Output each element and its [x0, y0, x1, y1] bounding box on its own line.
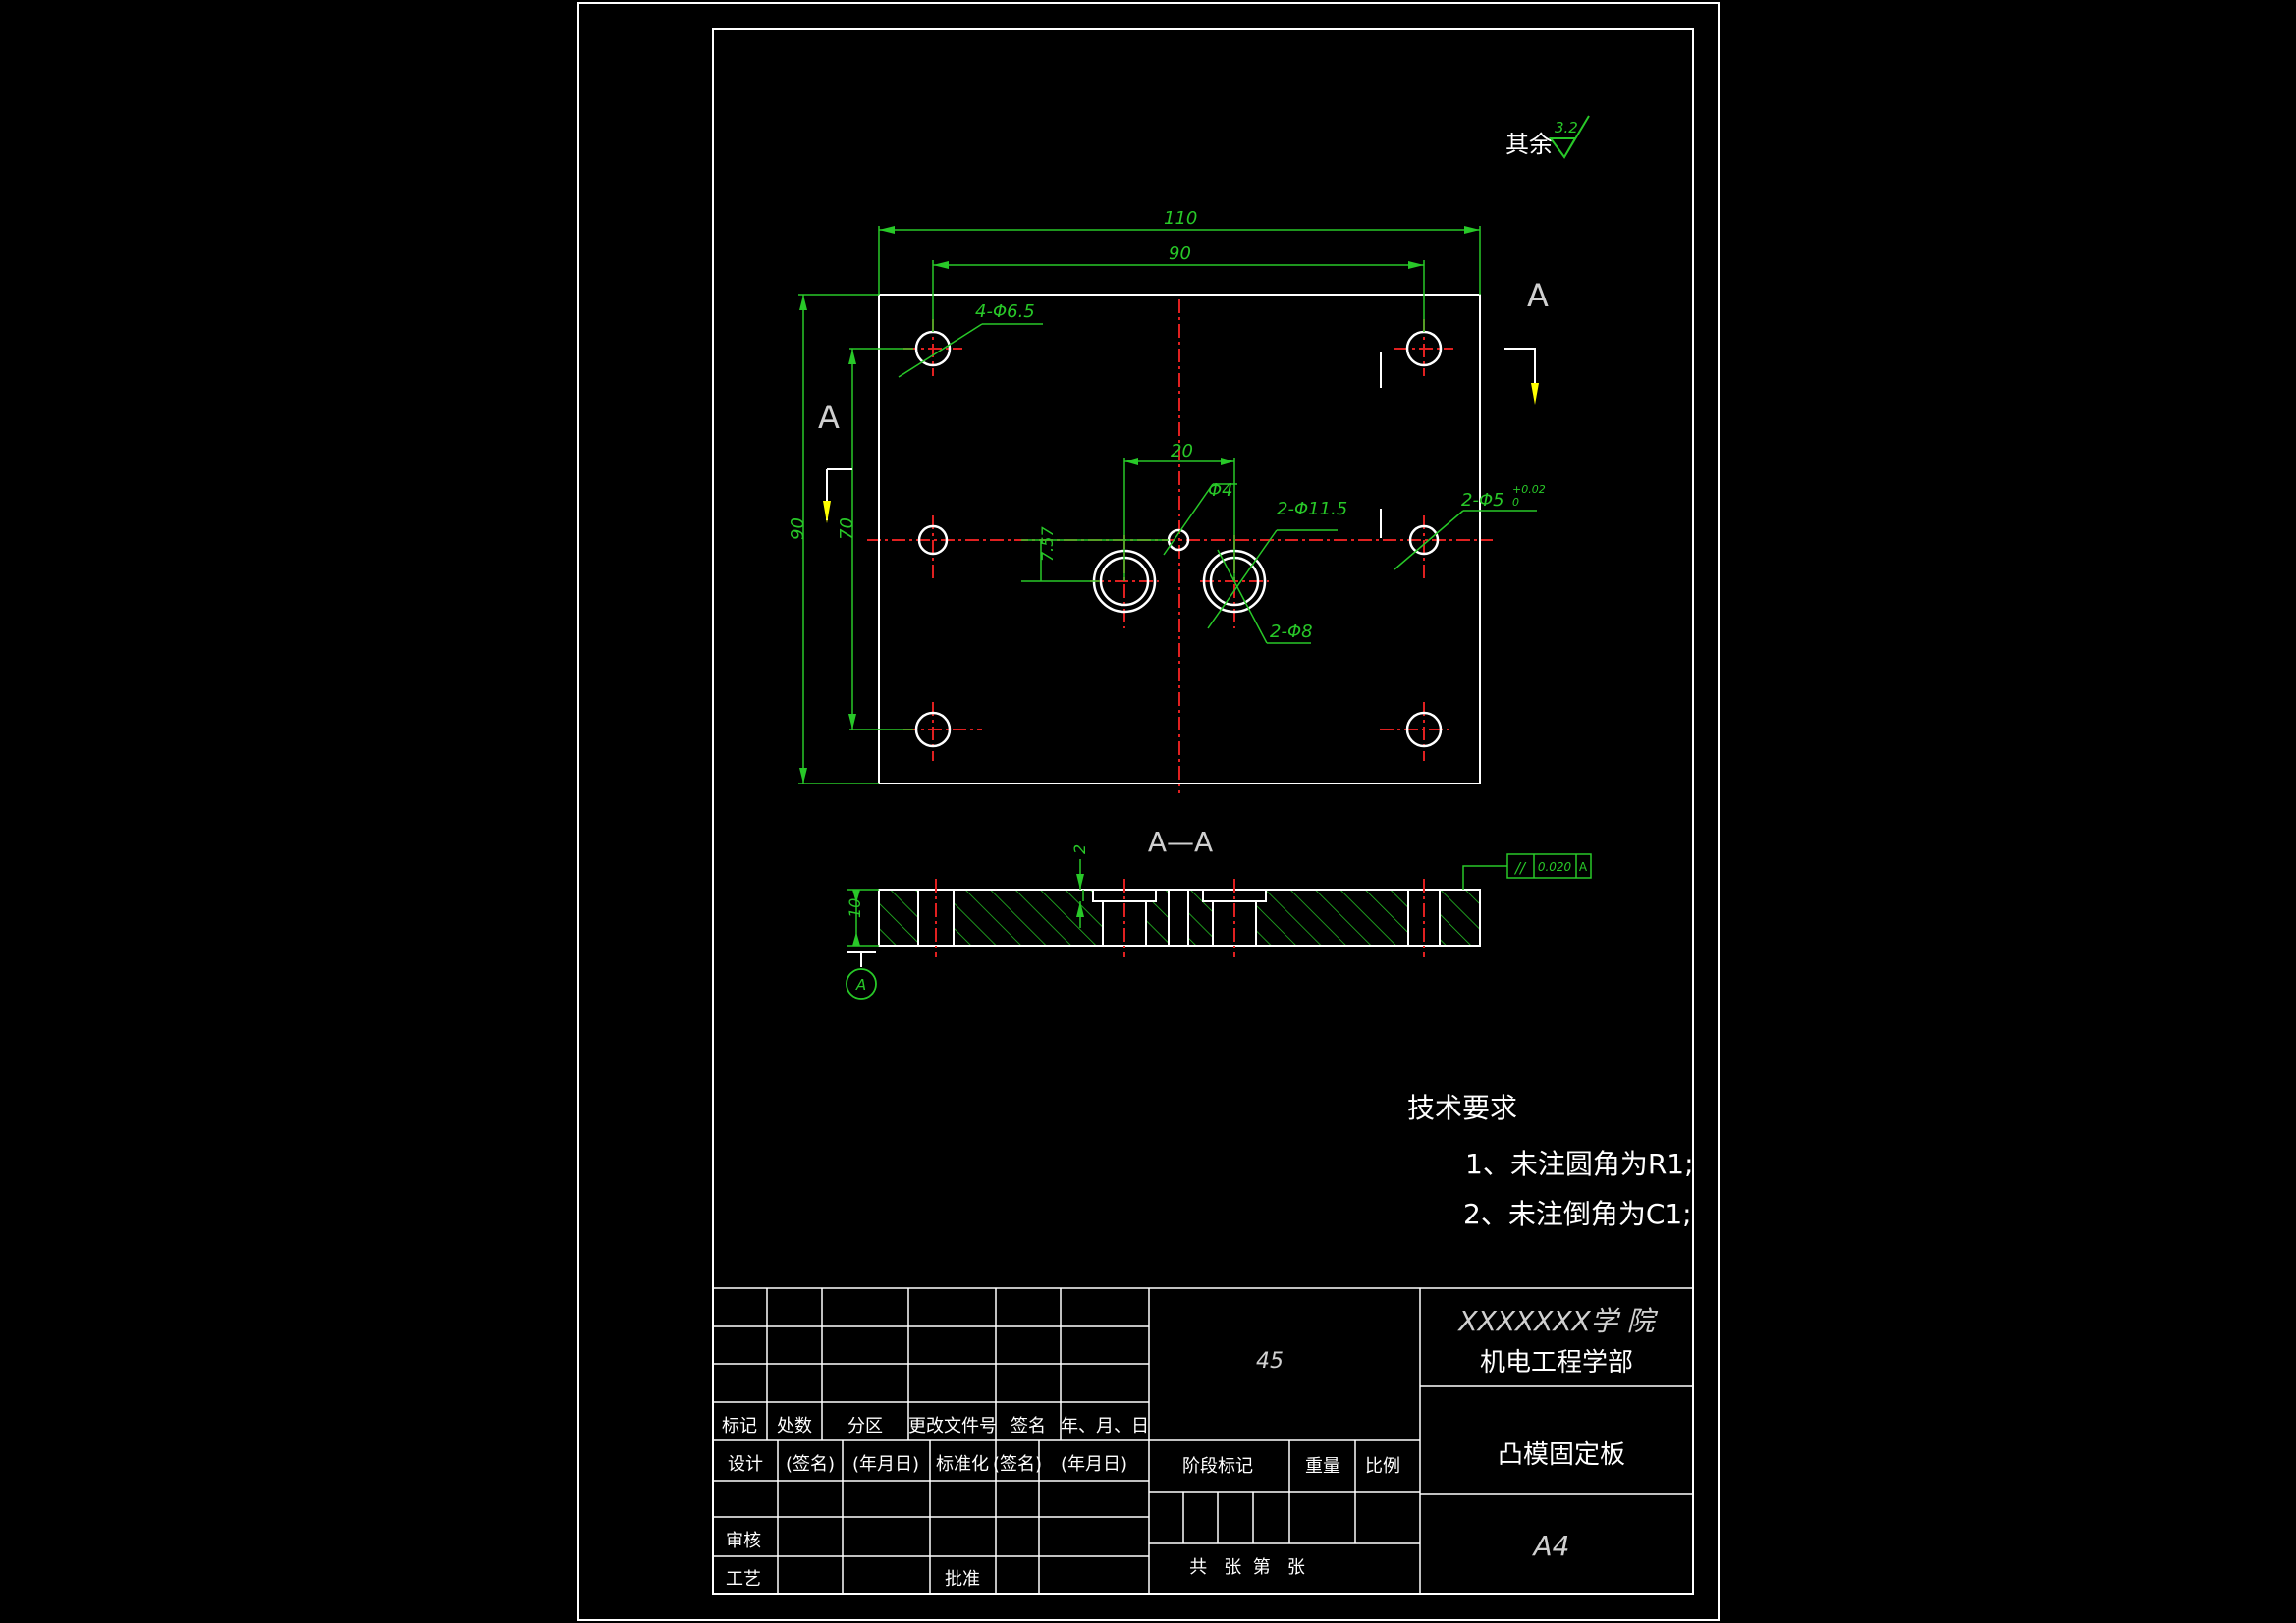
row-process: 工艺 — [726, 1569, 761, 1590]
scale: 比例 — [1365, 1456, 1400, 1477]
header-change-doc: 更改文件号 — [908, 1416, 997, 1436]
part-name: 凸模固定板 — [1498, 1440, 1625, 1470]
row-design-sign: (签名) — [786, 1454, 835, 1475]
dim-hole-spacing-y: 70 — [837, 517, 857, 540]
dim-pin-tol: +0.02 — [1512, 483, 1546, 496]
inner-frame — [712, 28, 1694, 1595]
sheet-count: 共 张 第 张 — [1189, 1557, 1305, 1578]
dim-center-spacing: 20 — [1171, 441, 1193, 461]
tolerance-datum: A — [1579, 860, 1588, 874]
section-markers: A A — [818, 277, 1549, 538]
stage-mark: 阶段标记 — [1182, 1456, 1253, 1477]
header-count: 处数 — [777, 1416, 812, 1436]
pin-hole — [1408, 524, 1440, 556]
requirement-item-1: 1、未注圆角为R1; — [1465, 1148, 1694, 1180]
row-standardize: 标准化 — [936, 1454, 989, 1475]
dimension-text: 110 90 90 70 20 7.57 4-Φ6.5 Φ4 2-Φ11.5 2… — [788, 208, 1546, 642]
weight: 重量 — [1305, 1456, 1340, 1477]
section-marker-right: A — [1527, 277, 1549, 314]
title-block — [713, 1287, 1693, 1594]
dim-thickness: 10 — [846, 898, 864, 918]
dim-overall-height: 90 — [788, 517, 808, 540]
roughness-value: 3.2 — [1555, 119, 1578, 136]
row-std-sign: (签名) — [993, 1454, 1042, 1475]
header-date: 年、月、日 — [1061, 1416, 1149, 1436]
dim-four-holes: 4-Φ6.5 — [975, 301, 1035, 322]
header-mark: 标记 — [722, 1416, 757, 1436]
section-outline — [878, 889, 1481, 947]
dim-small-hole: Φ4 — [1208, 480, 1233, 501]
header-signature: 签名 — [1011, 1416, 1046, 1436]
plate-outline — [878, 294, 1481, 784]
header-zone: 分区 — [847, 1416, 883, 1436]
dimensions — [798, 226, 1537, 784]
row-design: 设计 — [728, 1454, 763, 1475]
department: 机电工程学部 — [1480, 1348, 1633, 1378]
tolerance-frame — [1506, 853, 1592, 879]
centerlines — [867, 299, 1493, 793]
dim-through: 2-Φ8 — [1270, 622, 1313, 642]
dim-depth: 2 — [1070, 844, 1089, 854]
section-title: A—A — [1148, 826, 1213, 858]
requirement-item-2: 2、未注倒角为C1; — [1463, 1198, 1692, 1230]
dim-offset: 7.57 — [1038, 526, 1057, 562]
roughness-label: 其余 — [1505, 131, 1553, 158]
pin-hole — [917, 524, 949, 556]
mounting-hole — [1405, 711, 1443, 748]
tolerance-symbol: // — [1513, 859, 1527, 877]
requirements-title: 技术要求 — [1407, 1092, 1517, 1124]
school-name: XXXXXXX学 院 — [1456, 1305, 1658, 1337]
material: 45 — [1256, 1349, 1284, 1374]
datum-label: A — [855, 976, 866, 994]
outer-frame — [577, 2, 1720, 1621]
dim-pin-tol-low: 0 — [1512, 496, 1519, 509]
dim-pin-holes: 2-Φ5 — [1461, 490, 1504, 511]
roughness-symbol — [1549, 115, 1590, 159]
mounting-hole — [914, 711, 952, 748]
row-std-date: (年月日) — [1061, 1454, 1127, 1475]
tolerance-value: 0.020 — [1538, 860, 1572, 874]
row-design-date: (年月日) — [852, 1454, 919, 1475]
row-approve: 批准 — [945, 1569, 980, 1590]
dim-counterbore: 2-Φ11.5 — [1277, 499, 1347, 519]
section-view: 2 10 A // 0.020 A — [846, 844, 1592, 1000]
roughness-note: 其余 3.2 — [1505, 115, 1590, 159]
datum-circle — [846, 968, 877, 1000]
title-block-text: 标记 处数 分区 更改文件号 签名 年、月、日 设计 (签名) (年月日) 标准… — [722, 1305, 1659, 1590]
technical-requirements: 技术要求 1、未注圆角为R1; 2、未注倒角为C1; — [1407, 1092, 1694, 1230]
section-marker-left: A — [818, 399, 840, 436]
dim-hole-spacing-x: 90 — [1169, 243, 1191, 264]
paper-size: A4 — [1532, 1530, 1570, 1562]
dim-overall-width: 110 — [1164, 208, 1197, 229]
row-review: 审核 — [726, 1531, 761, 1551]
